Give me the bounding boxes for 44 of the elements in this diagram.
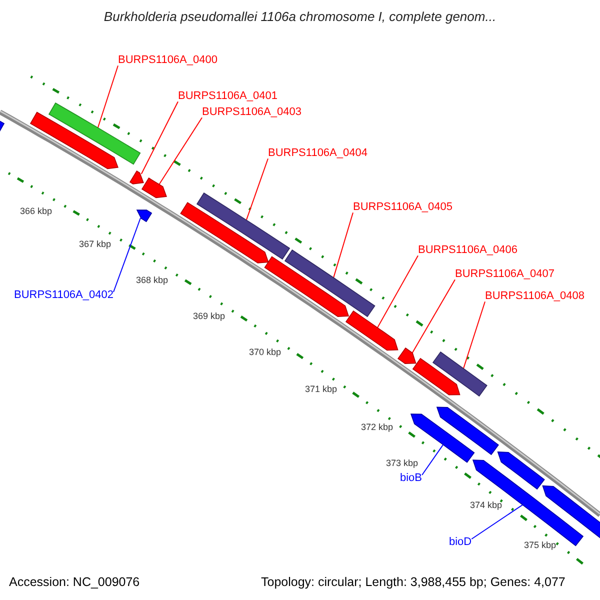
position-label: 372 kbp [361,422,394,432]
gene-block [48,103,140,164]
gene-block [432,352,487,396]
gene-block [142,178,166,198]
footer-text: Topology: circular; Length: 3,988,455 bp; Genes: 4,077 [261,575,566,590]
gene-label: BURPS1106A_0408 [485,290,584,303]
leader-line [140,101,178,174]
gene-label: BURPS1106A_0400 [118,54,218,67]
gene-label: bioD [449,536,472,549]
leader-line [376,255,418,329]
leader-line [112,218,141,292]
gene-label: BURPS1106A_0405 [353,201,452,214]
gene-block [196,192,290,259]
position-label: 371 kbp [305,384,338,394]
position-label: 367 kbp [79,239,112,250]
position-label: 366 kbp [20,206,52,216]
leader-line [246,158,268,220]
leader-line [422,444,444,476]
gene-label: BURPS1106A_0406 [418,244,518,257]
position-label: 374 kbp [470,500,502,510]
leader-line [333,212,354,278]
gene-block [285,250,375,316]
gene-label: bioB [400,472,422,485]
gene-block [137,210,152,222]
position-label: 369 kbp [193,311,226,322]
gene-label: BURPS1106A_0401 [178,90,278,103]
leader-line [471,504,524,540]
title: Burkholderia pseudomallei 1106a chromosome I, complete genom... [102,10,498,25]
leader-line [463,301,486,369]
position-label: 368 kbp [136,275,168,286]
leader-line [412,279,456,354]
position-label: 375 kbp [524,540,556,550]
leader-line [158,117,202,186]
gene-label: BURPS1106A_0402 [14,289,114,302]
gene-label: BURPS1106A_0404 [268,147,368,160]
position-label: 373 kbp [386,458,418,468]
footer-text: Accession: NC_009076 [9,575,140,590]
position-label: 370 kbp [249,347,282,358]
gene-block [130,170,143,184]
gene-block [398,348,416,364]
gene-label: BURPS1106A_0403 [202,106,302,119]
leader-line [97,65,118,128]
gene-block [346,311,398,351]
gene-label: BURPS1106A_0407 [455,268,554,281]
